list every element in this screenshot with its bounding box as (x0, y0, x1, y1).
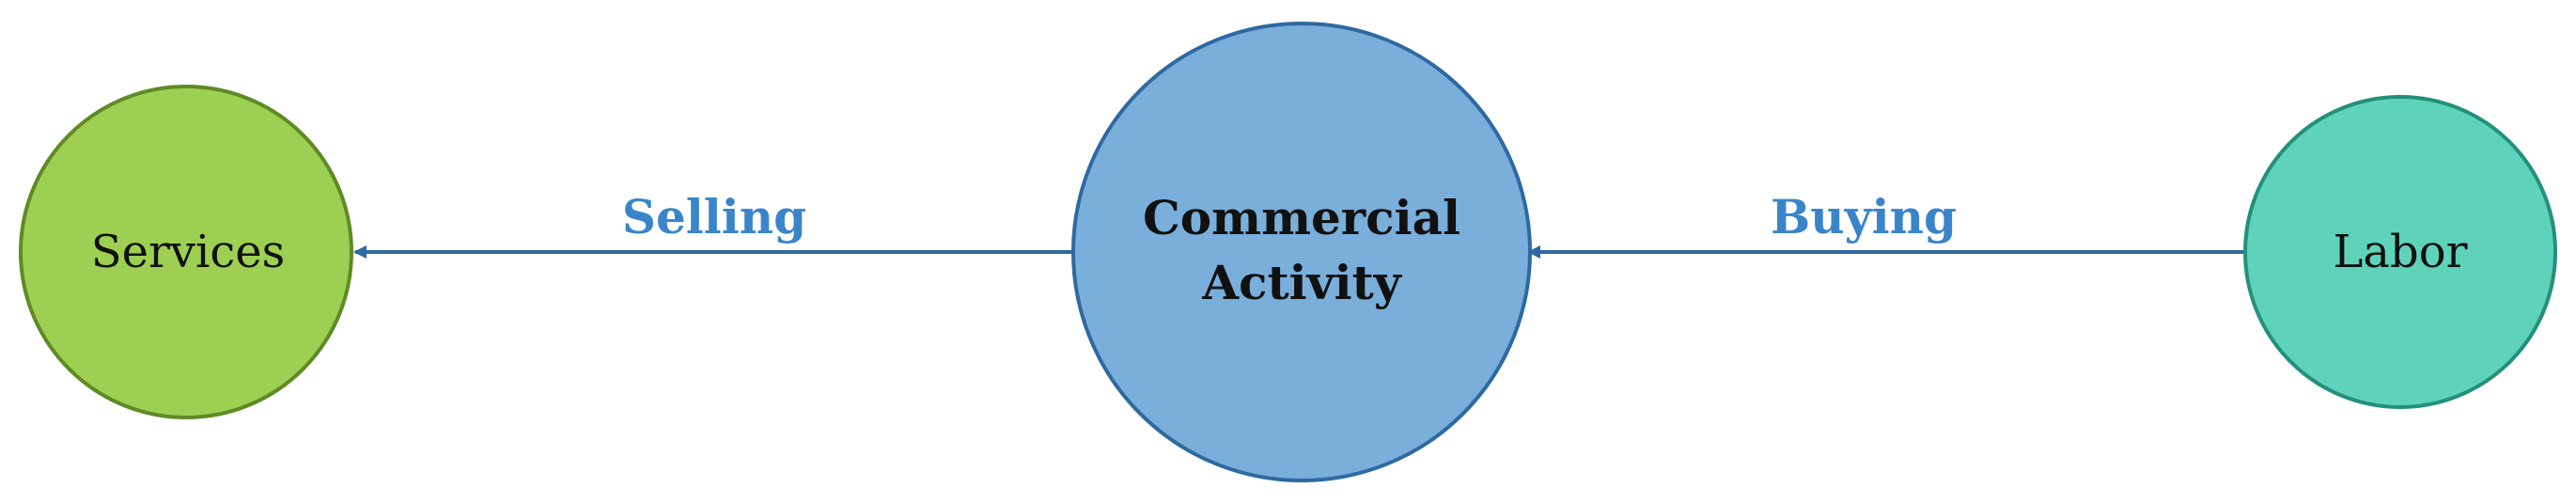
services-label: Services (91, 226, 286, 278)
edge-selling: Selling (353, 189, 1073, 259)
edge-buying: Buying (1527, 189, 2244, 259)
labor-label: Labor (2333, 226, 2467, 278)
buying-label: Buying (1771, 189, 1957, 244)
selling-label: Selling (622, 189, 806, 244)
node-services: Services (19, 85, 353, 419)
commercial-activity-label-line1: Commercial (1143, 190, 1460, 245)
labor-circle (2243, 95, 2557, 409)
node-commercial-activity: Commercial Activity (1071, 22, 1532, 482)
services-circle (19, 85, 353, 419)
commercial-activity-label-line2: Activity (1201, 255, 1402, 310)
commercial-activity-circle (1071, 22, 1532, 482)
node-labor: Labor (2243, 95, 2557, 409)
